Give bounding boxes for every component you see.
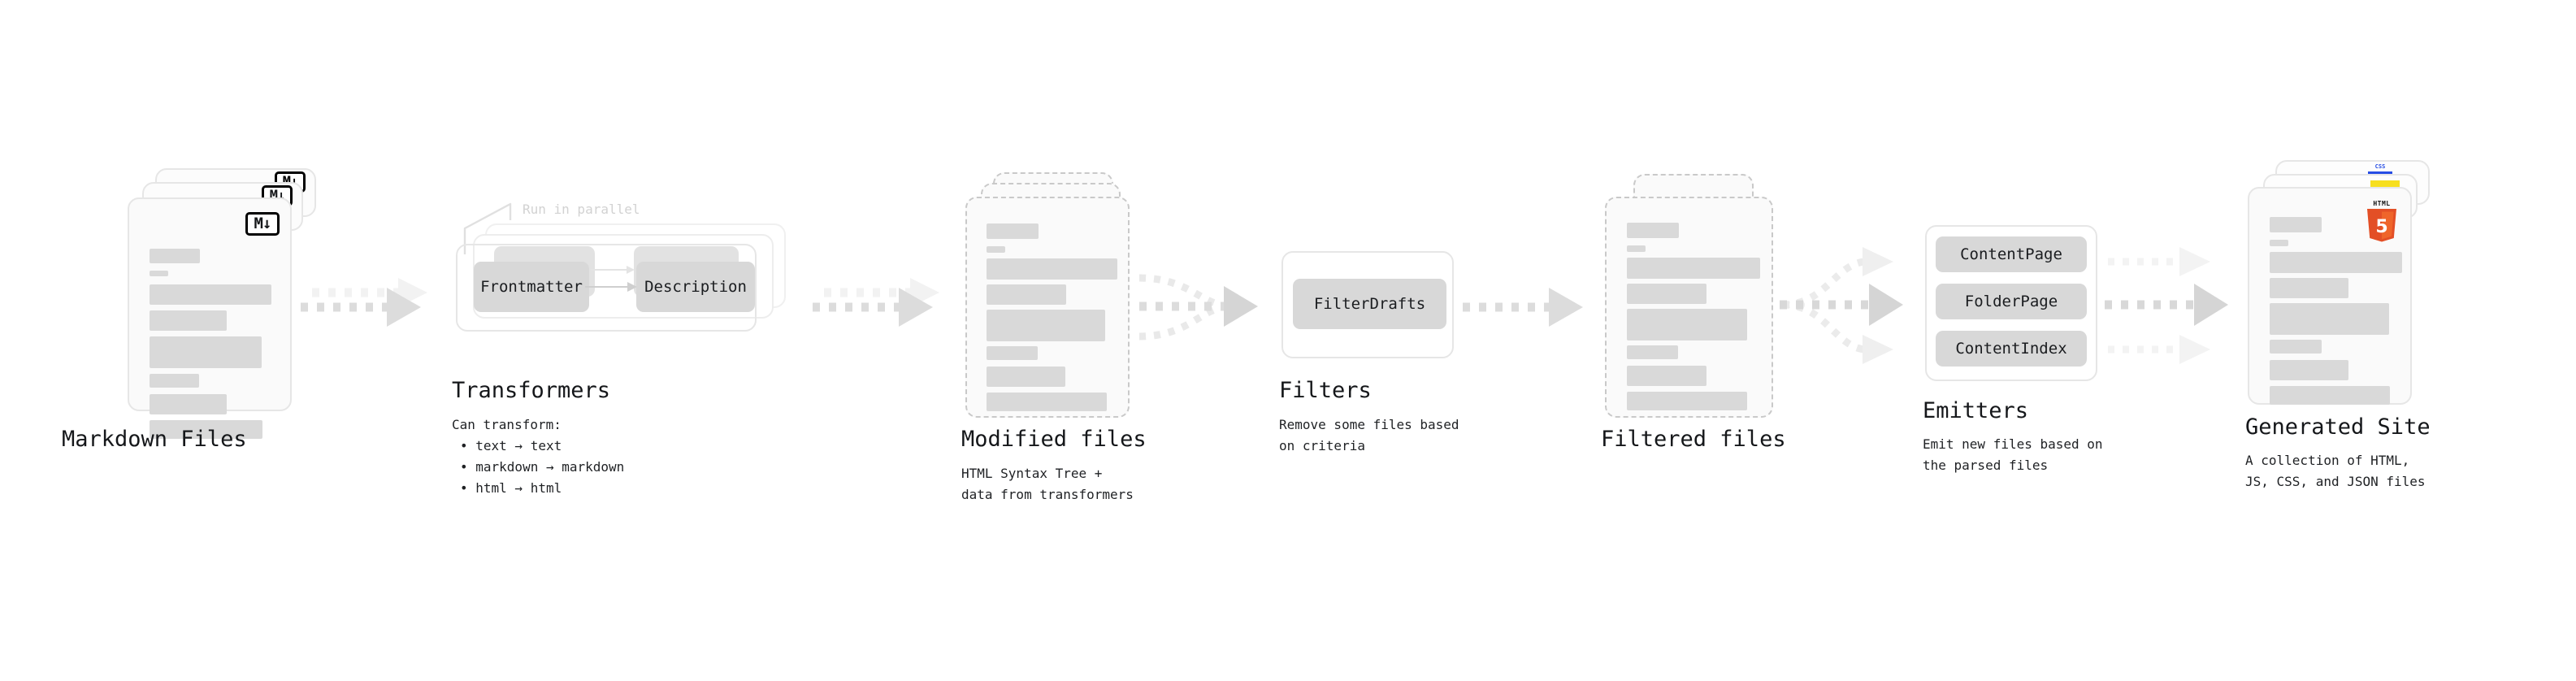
skeleton-bar — [987, 246, 1005, 253]
html5-icon-wordmark: HTML — [2373, 200, 2391, 207]
skeleton-bar — [987, 223, 1039, 239]
skeleton-bar — [987, 310, 1105, 341]
modified-card-front[interactable] — [965, 197, 1130, 418]
skeleton-bar — [2270, 278, 2348, 298]
skeleton-bar — [987, 284, 1066, 305]
arrow-emitters-to-site — [2105, 236, 2251, 374]
stage-title-transformers: Transformers — [452, 378, 611, 403]
stage-title-emitters: Emitters — [1923, 398, 2029, 423]
stage-title-filtered-files: Filtered files — [1601, 427, 1786, 452]
skeleton-bar — [150, 420, 262, 439]
skeleton-bar — [1627, 392, 1747, 410]
arrow-transformers-to-modified — [813, 268, 959, 341]
transformers-bullet: • text → text — [460, 438, 562, 453]
skeleton-bar — [987, 393, 1107, 411]
arrow-filters-to-filtered — [1463, 268, 1609, 341]
emitters-caption: Emit new files based on the parsed files — [1923, 436, 2103, 473]
html5-icon: HTML 5 — [2364, 200, 2400, 242]
skeleton-bar — [2270, 240, 2288, 246]
skeleton-bar — [150, 374, 199, 388]
skeleton-bar — [2270, 217, 2322, 232]
generated-site-caption: A collection of HTML, JS, CSS, and JSON … — [2245, 453, 2426, 489]
skeleton-bar — [150, 394, 227, 414]
filter-node-filterdrafts[interactable]: FilterDrafts — [1293, 279, 1446, 329]
markdown-card-front[interactable]: M↓ — [128, 197, 292, 439]
stage-title-markdown-files: Markdown Files — [62, 427, 247, 452]
transformers-bullet: • markdown → markdown — [460, 459, 625, 475]
skeleton-bar — [2270, 252, 2402, 273]
skeleton-bar — [2270, 360, 2348, 380]
skeleton-bar — [150, 336, 262, 368]
skeleton-bar — [1627, 245, 1646, 252]
filtered-card-front[interactable] — [1605, 197, 1773, 418]
filters-caption: Remove some files based on criteria — [1279, 417, 1459, 453]
emitter-node-contentindex[interactable]: ContentIndex — [1936, 331, 2087, 367]
css-badge-label: CSS — [2374, 163, 2386, 170]
emitter-node-contentpage[interactable]: ContentPage — [1936, 236, 2087, 272]
site-card-front[interactable]: HTML 5 — [2248, 187, 2412, 405]
arrow-modified-to-filters — [1136, 258, 1290, 356]
stage-title-modified-files: Modified files — [961, 427, 1147, 452]
skeleton-bar — [1627, 309, 1747, 340]
stage-title-filters: Filters — [1279, 378, 1372, 403]
skeleton-bar — [1627, 366, 1706, 386]
transformers-bullet: • html → html — [460, 480, 562, 496]
html5-icon-number: 5 — [2375, 217, 2387, 237]
css-badge: CSS — [2368, 163, 2392, 175]
skeleton-bar — [150, 284, 271, 305]
skeleton-bar — [987, 258, 1117, 280]
skeleton-bar — [2270, 386, 2390, 405]
skeleton-bar — [987, 346, 1038, 360]
transformer-node-frontmatter[interactable]: Frontmatter — [474, 262, 589, 312]
skeleton-bar — [1627, 223, 1679, 238]
skeleton-bar — [2270, 340, 2322, 354]
skeleton-bar — [150, 249, 200, 263]
arrow-markdown-to-transformers — [301, 268, 447, 341]
markdown-badge: M↓ — [245, 212, 280, 236]
skeleton-bar — [150, 310, 227, 331]
transformer-group-front[interactable] — [456, 244, 757, 332]
transformers-bullet-list: • text → text • markdown → markdown • ht… — [460, 436, 624, 499]
stage-title-generated-site: Generated Site — [2245, 414, 2431, 440]
skeleton-bar — [1627, 284, 1706, 304]
skeleton-bar — [987, 367, 1065, 387]
transformers-caption-intro: Can transform: — [452, 417, 562, 432]
skeleton-bar — [1627, 345, 1678, 359]
run-in-parallel-label: Run in parallel — [523, 202, 640, 217]
transformer-node-description[interactable]: Description — [636, 262, 755, 312]
skeleton-bar — [1627, 258, 1760, 279]
arrow-filtered-to-emitters — [1780, 236, 1934, 374]
modified-files-caption: HTML Syntax Tree + data from transformer… — [961, 466, 1134, 502]
skeleton-bar — [2270, 303, 2389, 335]
skeleton-bar — [150, 271, 168, 276]
emitter-node-folderpage[interactable]: FolderPage — [1936, 284, 2087, 319]
